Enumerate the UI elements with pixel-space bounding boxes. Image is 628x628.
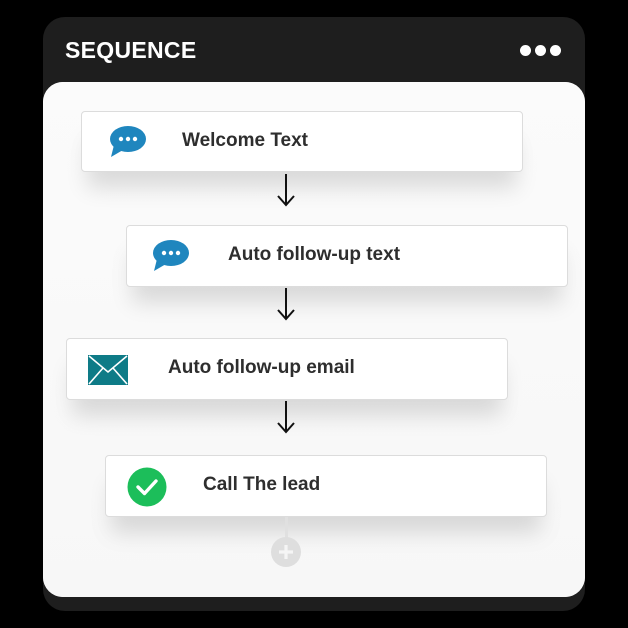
sequence-title: SEQUENCE [65,37,197,63]
more-options-button[interactable] [520,45,561,56]
sequence-panel: Welcome Text Auto follow-up text [43,82,585,597]
step-auto-follow-up-email[interactable]: Auto follow-up email [66,338,508,400]
step-label: Welcome Text [182,130,309,151]
add-step-button[interactable] [271,537,301,567]
chat-bubble-icon [153,240,189,271]
chat-bubble-icon [110,126,146,157]
step-welcome-text[interactable]: Welcome Text [81,111,523,172]
arrow-down-icon [277,174,295,207]
step-auto-follow-up-text[interactable]: Auto follow-up text [126,225,568,287]
more-horizontal-icon [520,45,531,56]
step-label: Auto follow-up text [228,244,401,265]
more-horizontal-icon-dot [550,45,561,56]
step-label: Auto follow-up email [168,357,355,378]
more-horizontal-icon-dot [535,45,546,56]
arrow-down-icon [277,288,295,321]
envelope-icon [88,355,128,385]
connector-line [285,517,288,541]
step-label: Call The lead [203,474,321,495]
arrow-down-icon [277,401,295,434]
check-circle-icon [127,467,167,507]
sequence-canvas: Welcome Text Auto follow-up text [43,82,585,597]
step-call-the-lead[interactable]: Call The lead [105,455,547,517]
plus-circle-icon [279,545,293,559]
